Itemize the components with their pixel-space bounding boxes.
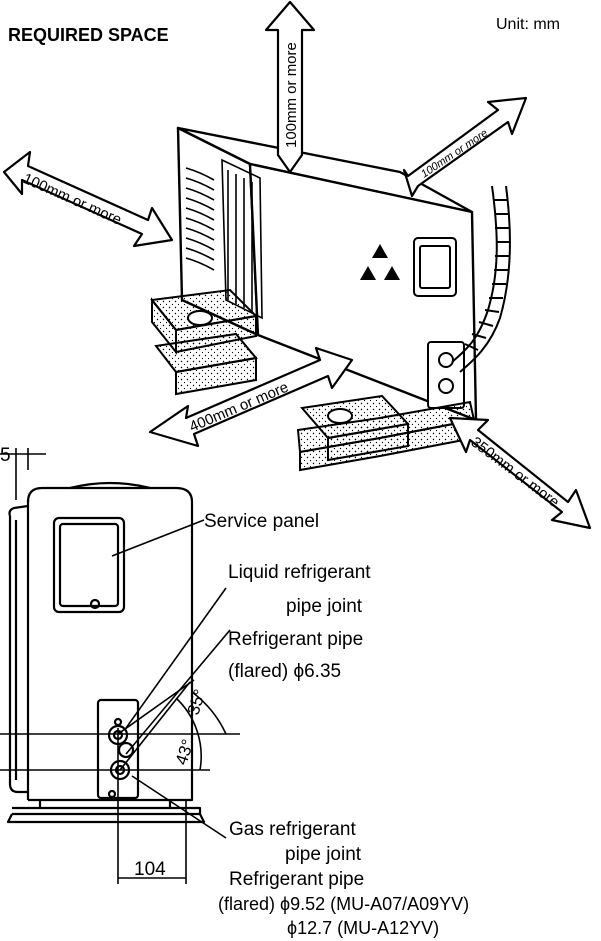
outdoor-unit-drawing: [176, 126, 478, 422]
side-view-unit: [6, 481, 206, 824]
arrow-front: [148, 346, 354, 448]
page-title: REQUIRED SPACE: [8, 25, 169, 45]
gas-pipe-size-b: ϕ12.7 (MU-A12YV): [287, 918, 440, 938]
unit-label: Unit: mm: [496, 16, 560, 33]
clearance-top-label: 100mm or more: [283, 42, 300, 148]
unit-pipe-joints: [427, 341, 465, 409]
mounting-blocks: [150, 288, 476, 472]
refrigerant-hose: [451, 185, 511, 373]
gas-joint-line1: Gas refrigerant: [229, 819, 356, 840]
arrow-left: [2, 150, 174, 248]
liquid-pipe-line3: Refrigerant pipe: [228, 629, 364, 650]
liquid-joint-line2: pipe joint: [286, 596, 363, 617]
angle-top-label: 35°: [184, 687, 210, 717]
unit-service-panel: [413, 237, 457, 297]
brand-logo: [360, 244, 400, 280]
gas-pipe-line3: Refrigerant pipe: [229, 869, 365, 890]
clearance-left-label: 100mm or more: [20, 170, 124, 229]
arrow-right: [448, 416, 592, 530]
width-dimension-label: 104: [134, 859, 166, 880]
gas-joint-line2: pipe joint: [285, 844, 362, 865]
angle-bottom-label: 43°: [172, 737, 198, 767]
clearance-back-right-label: 100mm or more: [419, 127, 490, 180]
arrow-top: [264, 0, 316, 174]
gas-pipe-size-a: (flared) ϕ9.52 (MU-A07/A09YV): [218, 894, 470, 914]
dimension-lines: [0, 448, 240, 884]
arrow-back-right: [402, 96, 528, 198]
clearance-right-label: 350mm or more: [468, 434, 563, 511]
side-dimension-label: 5: [0, 445, 11, 466]
service-panel-label: Service panel: [204, 511, 320, 532]
heat-exchanger-fins: [185, 158, 263, 320]
liquid-pipe-size: (flared) ϕ6.35: [228, 661, 342, 682]
liquid-joint-line1: Liquid refrigerant: [228, 562, 371, 583]
